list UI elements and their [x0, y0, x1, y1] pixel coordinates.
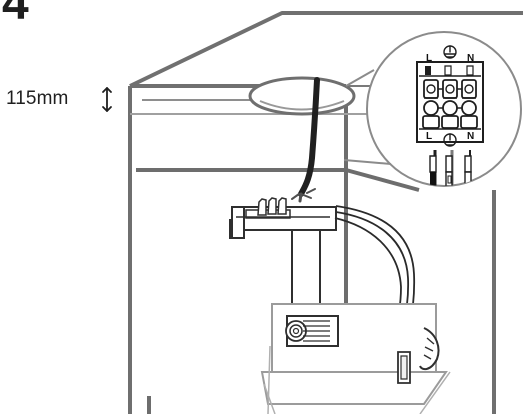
measurement-label: 115mm: [6, 88, 69, 109]
terminal-top-right-label: N: [467, 53, 475, 64]
cable: [291, 77, 320, 203]
ground-icon: [443, 133, 457, 147]
terminal-top-left-label: L: [426, 53, 433, 64]
step-number: 4: [2, 0, 56, 20]
light-fitting: [229, 197, 451, 414]
measurement-arrow-icon: [102, 87, 112, 112]
terminal-bottom-right-label: N: [467, 131, 475, 142]
ground-icon: [443, 45, 457, 59]
cutout-hole: [248, 76, 356, 116]
terminal-block: [416, 61, 484, 186]
zoom-callout: [343, 31, 522, 187]
terminal-bottom-left-label: L: [426, 131, 433, 142]
